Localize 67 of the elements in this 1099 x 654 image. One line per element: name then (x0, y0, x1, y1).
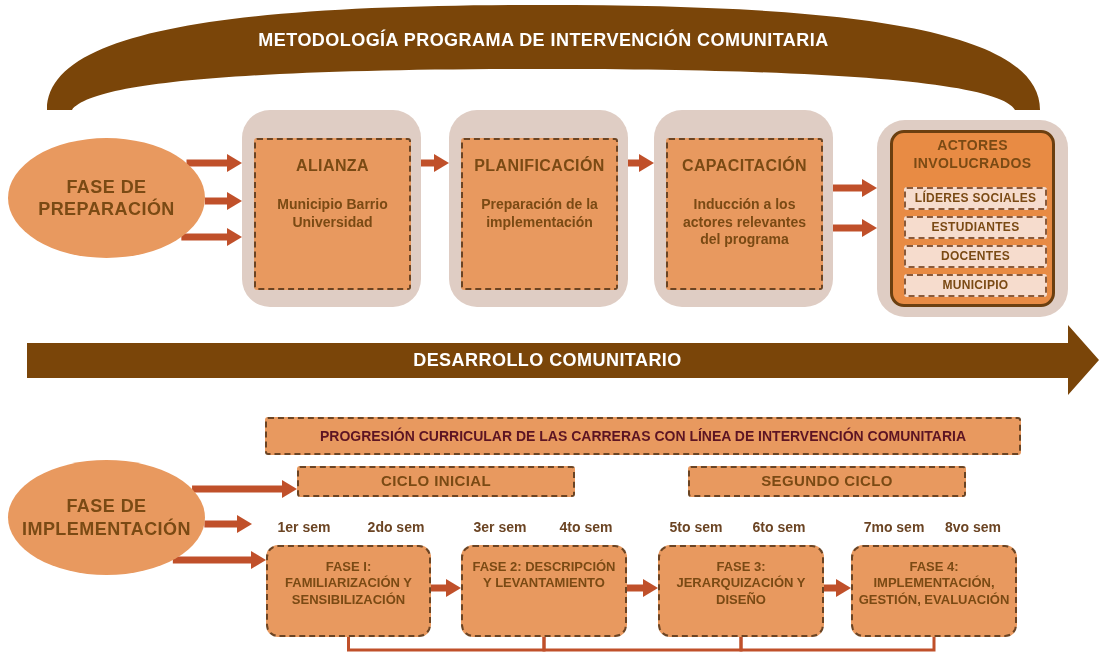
phase-title: FASE DE IMPLEMENTACIÓN (21, 495, 192, 540)
semester-label: 2do sem (367, 517, 425, 537)
rounded-panel (242, 110, 421, 307)
body-text: Municipio Barrio Universidad (276, 196, 389, 231)
body-text: Inducción a los actores relevantes del programa (682, 196, 807, 249)
stage-box (666, 138, 823, 290)
semester-label: 4to sem (559, 517, 613, 537)
phase-box (658, 545, 824, 637)
arrow (204, 515, 252, 533)
cycle-text: SEGUNDO CICLO (761, 472, 893, 491)
arrow (833, 219, 877, 237)
title-text: METODOLOGÍA PROGRAMA DE INTERVENCIÓN COMUNITARIA (258, 28, 829, 52)
phase-box (851, 545, 1017, 637)
arrow (421, 154, 449, 172)
semester-label: 8vo sem (945, 517, 1001, 537)
connector-line (347, 637, 546, 652)
connector-line (542, 637, 743, 652)
arrow (204, 192, 242, 210)
phase-text: FASE 4: IMPLEMENTACIÓN, GESTIÓN, EVALUACIÓN (857, 559, 1011, 608)
connector-line (739, 637, 936, 652)
arrow (833, 179, 877, 197)
arrow (824, 579, 851, 597)
actor-tag (904, 216, 1047, 239)
phase-text: FASE 2: DESCRIPCIÓN Y LEVANTAMIENTO (471, 559, 617, 592)
banner-box (265, 417, 1021, 455)
actor-tag (904, 245, 1047, 268)
rounded-panel (654, 110, 833, 307)
rounded-panel (449, 110, 628, 307)
arrow (181, 228, 242, 246)
stage-box (461, 138, 618, 290)
cycle-box (297, 466, 575, 497)
body-text: Preparación de la implementación (480, 196, 599, 231)
semester-label: 6to sem (752, 517, 806, 537)
heading-text: ALIANZA (296, 156, 369, 176)
actor-text: DOCENTES (940, 249, 1011, 264)
actor-tag (904, 187, 1047, 210)
actor-text: MUNICIPIO (942, 278, 1009, 293)
heading-text: PLANIFICACIÓN (474, 156, 605, 176)
arrow (172, 551, 266, 569)
actor-text: ESTUDIANTES (931, 220, 1020, 235)
arrow (628, 154, 654, 172)
semester-label: 3er sem (473, 517, 527, 537)
phase-text: FASE I: FAMILIARIZACIÓN Y SENSIBILIZACIÓN (284, 559, 413, 608)
arrow (627, 579, 658, 597)
progress-band (27, 325, 1099, 395)
phase-text: FASE 3: JERARQUIZACIÓN Y DISEÑO (675, 559, 807, 608)
semester-label: 1er sem (277, 517, 331, 537)
phase-box (461, 545, 627, 637)
phase-title: FASE DE PREPARACIÓN (37, 175, 176, 221)
actor-text: LÍDERES SOCIALES (914, 191, 1037, 206)
cycle-box (688, 466, 966, 497)
cycle-text: CICLO INICIAL (381, 472, 491, 491)
heading-text: ACTORES INVOLUCRADOS (912, 137, 1033, 172)
arrow (186, 154, 242, 172)
banner-text: PROGRESIÓN CURRICULAR DE LAS CARRERAS CON LÍNEA DE INTERVENCIÓN COMUNITARIA (319, 426, 967, 446)
heading-text: CAPACITACIÓN (681, 156, 808, 176)
semester-label: 5to sem (669, 517, 723, 537)
actors-box (890, 130, 1055, 307)
arrow (431, 579, 461, 597)
title-arch (47, 5, 1040, 110)
semester-label: 7mo sem (863, 517, 925, 537)
banner-text: DESARROLLO COMUNITARIO (413, 349, 682, 372)
phase-box (266, 545, 431, 637)
rounded-panel (877, 120, 1068, 317)
arrow (192, 480, 297, 498)
stage-box (254, 138, 411, 290)
actor-tag (904, 274, 1047, 297)
